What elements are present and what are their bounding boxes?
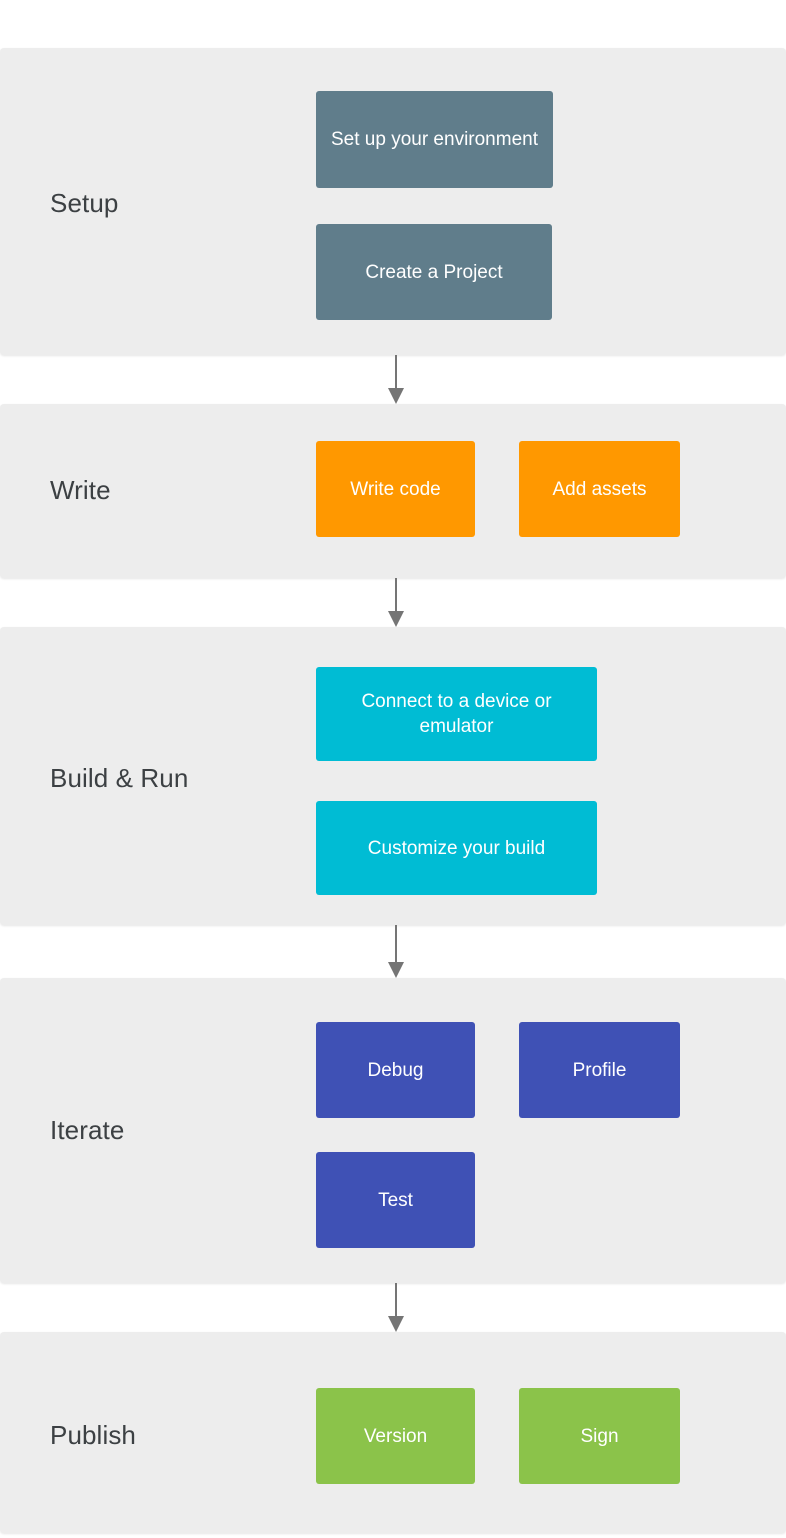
connector-setup-to-write — [387, 355, 405, 404]
section-label-publish: Publish — [50, 1420, 136, 1450]
node-test[interactable]: Test — [316, 1152, 475, 1248]
connector-shaft — [395, 355, 397, 388]
section-label-setup: Setup — [50, 188, 119, 218]
node-set-up-your-environment[interactable]: Set up your environment — [316, 91, 553, 188]
connector-write-to-build-and-run — [387, 578, 405, 627]
connector-shaft — [395, 578, 397, 611]
node-debug[interactable]: Debug — [316, 1022, 475, 1118]
arrowhead-icon — [388, 611, 404, 627]
connector-build-and-run-to-iterate — [387, 925, 405, 978]
section-label-iterate: Iterate — [50, 1115, 125, 1145]
node-add-assets[interactable]: Add assets — [519, 441, 680, 537]
node-customize-your-build[interactable]: Customize your build — [316, 801, 597, 895]
node-version[interactable]: Version — [316, 1388, 475, 1484]
connector-shaft — [395, 1283, 397, 1316]
node-sign[interactable]: Sign — [519, 1388, 680, 1484]
connector-shaft — [395, 925, 397, 962]
node-profile[interactable]: Profile — [519, 1022, 680, 1118]
section-label-build-and-run: Build & Run — [50, 763, 189, 793]
connector-iterate-to-publish — [387, 1283, 405, 1332]
node-connect-to-a-device-or-emulator[interactable]: Connect to a device or emulator — [316, 667, 597, 761]
node-create-a-project[interactable]: Create a Project — [316, 224, 552, 320]
arrowhead-icon — [388, 1316, 404, 1332]
node-write-code[interactable]: Write code — [316, 441, 475, 537]
section-label-write: Write — [50, 475, 111, 505]
arrowhead-icon — [388, 388, 404, 404]
arrowhead-icon — [388, 962, 404, 978]
